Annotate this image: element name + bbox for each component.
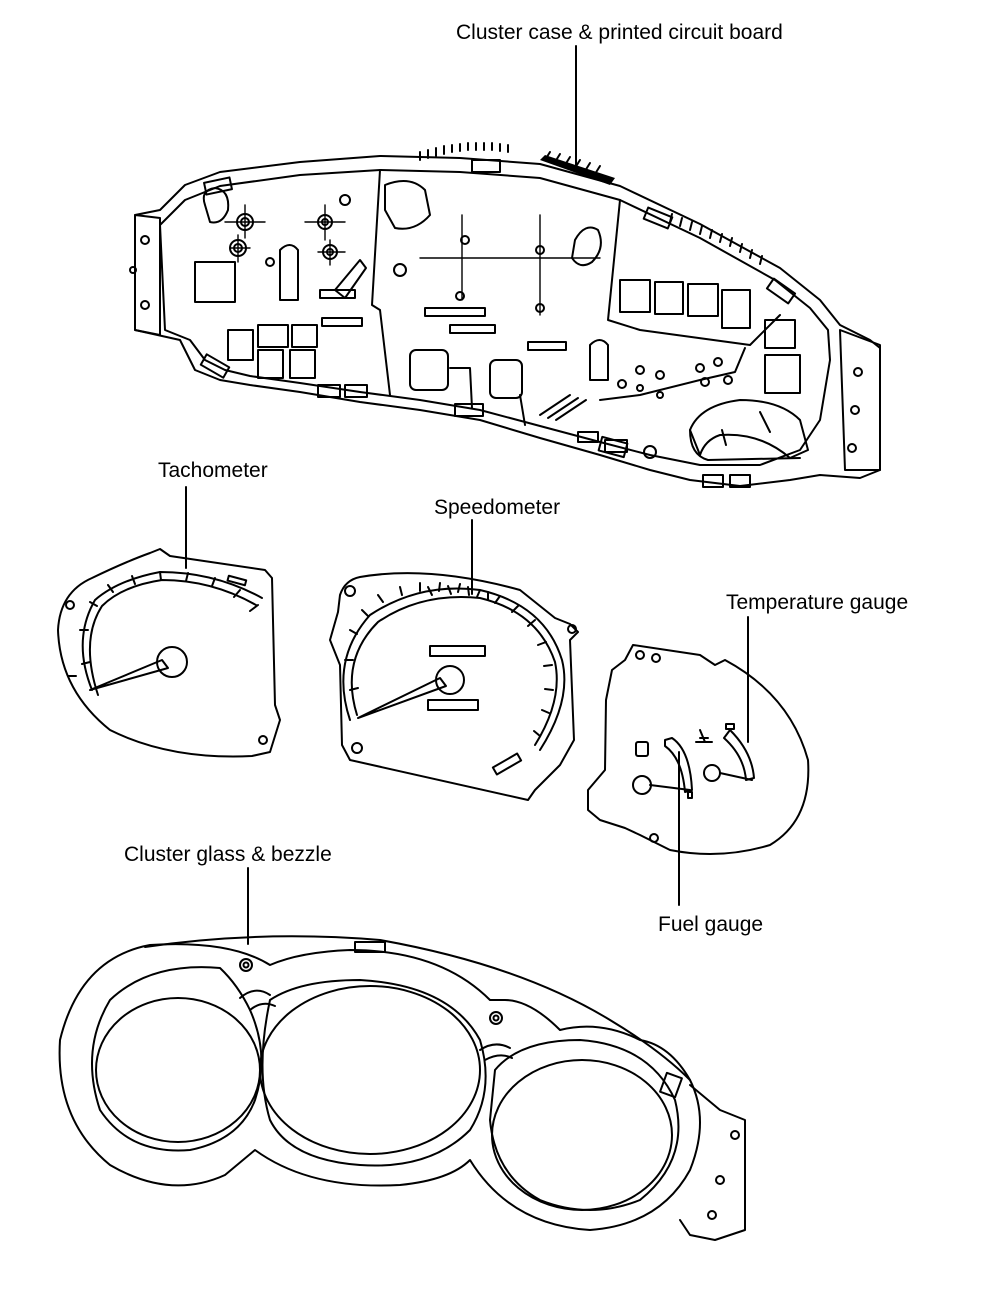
fuel-gauge-label: Fuel gauge [658, 913, 764, 936]
temperature-gauge-label: Temperature gauge [726, 591, 909, 614]
speedometer-ticks [344, 582, 554, 776]
speedometer-drawing [329, 572, 579, 801]
cluster-glass-drawing [58, 935, 746, 1241]
screw-bosses [229, 194, 657, 459]
cluster-glass-label: Cluster glass & bezzle [124, 843, 332, 866]
tachometer-drawing [57, 548, 281, 758]
leader-lines [185, 45, 749, 945]
tachometer-ticks [79, 571, 259, 665]
temp-fuel-gauge-drawing [587, 644, 810, 855]
cluster-case-label: Cluster case & printed circuit board [456, 21, 783, 44]
speedometer-label: Speedometer [434, 496, 561, 519]
case-outline [134, 155, 881, 487]
cluster-case-drawing [129, 142, 881, 488]
tachometer-label: Tachometer [158, 459, 268, 482]
